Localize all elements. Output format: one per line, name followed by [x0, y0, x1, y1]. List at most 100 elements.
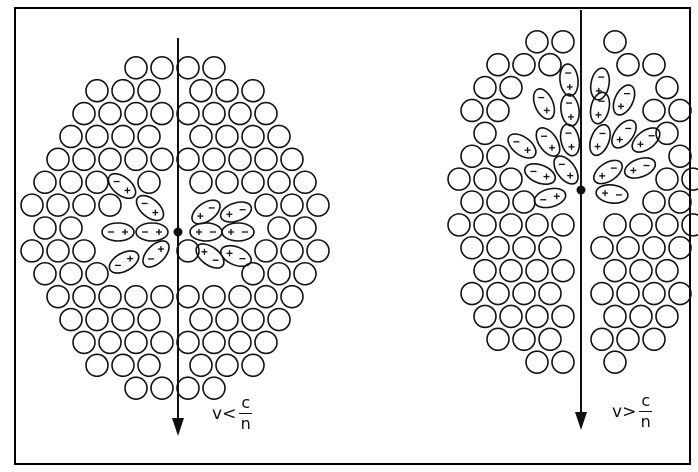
atom-circle: [86, 80, 108, 102]
atom-circle: [656, 260, 678, 282]
charged-particle: [577, 186, 586, 195]
atom-circle: [294, 171, 316, 193]
atom-circle: [138, 125, 160, 147]
polarized-atom: [609, 82, 639, 119]
relation-symbol: >: [622, 402, 636, 422]
atom-circle: [552, 305, 574, 327]
atom-circle: [255, 331, 277, 353]
atom-circle: [474, 77, 496, 99]
atom-circle: [513, 54, 535, 76]
atom-circle: [487, 54, 509, 76]
atom-circle: [151, 103, 173, 125]
atom-circle: [242, 125, 264, 147]
atom-circle: [630, 305, 652, 327]
atom-circle: [448, 214, 470, 236]
atom-circle: [125, 286, 147, 308]
atom-circle: [73, 286, 95, 308]
atom-circle: [461, 145, 483, 167]
atom-circle: [448, 168, 470, 190]
charged-particle: [174, 228, 183, 237]
atom-circle: [216, 354, 238, 376]
atom-circle: [669, 237, 691, 259]
atom-circle: [112, 80, 134, 102]
atom-circle: [307, 194, 329, 216]
atom-circle: [60, 125, 82, 147]
polarized-atom: [607, 116, 641, 152]
polarized-atom: [590, 156, 627, 189]
polarized-atom: [522, 160, 558, 188]
atom-circle: [617, 283, 639, 305]
polarized-atom: [558, 122, 582, 157]
atom-circle: [125, 57, 147, 79]
atom-circle: [216, 125, 238, 147]
condition-label-slow: v < c n: [212, 395, 252, 432]
atom-circle: [669, 283, 691, 305]
atom-circle: [500, 168, 522, 190]
dipole-ellipse: [529, 86, 558, 123]
atom-circle: [177, 331, 199, 353]
atom-circle: [604, 31, 626, 53]
atom-circle: [539, 328, 561, 350]
polarized-atom: [532, 124, 565, 161]
velocity-symbol: v: [212, 404, 222, 424]
atom-circle: [99, 286, 121, 308]
atom-circle: [552, 214, 574, 236]
atom-circle: [526, 305, 548, 327]
atom-circle: [526, 351, 548, 373]
atom-circle: [281, 240, 303, 262]
atom-circle: [604, 214, 626, 236]
atom-circle: [177, 57, 199, 79]
atom-circle: [487, 145, 509, 167]
atom-circle: [151, 331, 173, 353]
atom-circle: [216, 80, 238, 102]
atom-circle: [177, 148, 199, 170]
atom-circle: [474, 214, 496, 236]
polarized-atom: [628, 123, 664, 157]
atom-circle: [604, 305, 626, 327]
atom-circle: [513, 328, 535, 350]
dipole-ellipse: [104, 169, 140, 203]
atom-circle: [461, 191, 483, 213]
atom-circle: [177, 103, 199, 125]
atom-circle: [138, 80, 160, 102]
atom-circle: [268, 263, 290, 285]
fraction-numerator: c: [639, 393, 652, 412]
atom-circle: [242, 80, 264, 102]
atom-circle: [268, 125, 290, 147]
fraction-denominator: n: [241, 414, 251, 432]
polarized-atom: [106, 246, 143, 277]
dipole-ellipse: [595, 183, 629, 205]
atom-circle: [73, 240, 95, 262]
atom-circle: [591, 283, 613, 305]
atom-circle: [229, 331, 251, 353]
polarized-atom: [549, 152, 583, 188]
atom-circle: [138, 309, 160, 331]
atom-circle: [617, 328, 639, 350]
dipole-ellipse: [132, 191, 168, 225]
polarized-atom: [138, 236, 173, 271]
atom-circle: [617, 54, 639, 76]
atom-circle: [190, 171, 212, 193]
atom-circle: [500, 77, 522, 99]
atom-circle: [99, 331, 121, 353]
atom-circle: [552, 351, 574, 373]
polarized-atom: [586, 122, 614, 158]
atom-circle: [60, 309, 82, 331]
atom-circle: [47, 240, 69, 262]
dipole-ellipse: [588, 90, 613, 125]
atom-circle: [138, 171, 160, 193]
atom-circle: [255, 286, 277, 308]
atom-circle: [255, 148, 277, 170]
atom-circle: [539, 237, 561, 259]
atom-circle: [47, 286, 69, 308]
dipole-ellipse: [532, 124, 565, 161]
atom-circle: [617, 237, 639, 259]
atom-circle: [242, 354, 264, 376]
atom-circle: [177, 286, 199, 308]
atom-circle: [669, 99, 691, 121]
atom-circle: [281, 194, 303, 216]
polarized-atom: [222, 223, 254, 241]
dipole-ellipse: [622, 154, 658, 182]
dipole-ellipse: [522, 160, 558, 188]
